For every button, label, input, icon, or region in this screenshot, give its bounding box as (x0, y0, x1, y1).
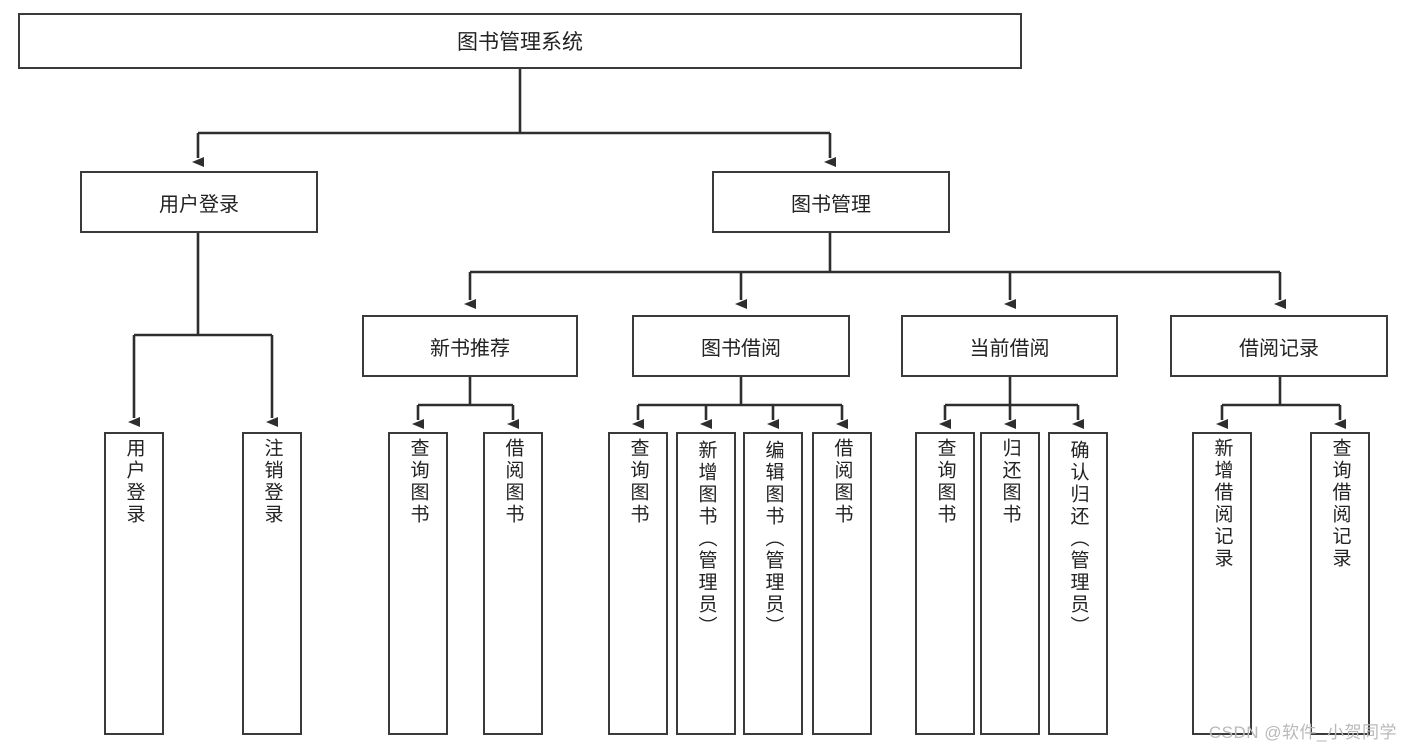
leaf-borrow-query-book[interactable]: 查询图书 (608, 432, 668, 735)
node-label: 当前借阅 (969, 337, 1050, 360)
node-book-borrow[interactable]: 图书借阅 (632, 315, 850, 377)
leaf-user-login-signout[interactable]: 注销登录 (242, 432, 302, 735)
node-current-borrow[interactable]: 当前借阅 (901, 315, 1118, 377)
node-label: 归还图书 (999, 438, 1021, 526)
leaf-borrow-borrow-book[interactable]: 借阅图书 (812, 432, 872, 735)
node-label: 新增借阅记录 (1211, 438, 1233, 570)
node-label: 用户登录 (159, 193, 239, 216)
node-label: 图书借阅 (701, 337, 781, 360)
node-label: 图书管理 (791, 193, 871, 216)
node-root-system[interactable]: 图书管理系统 (18, 13, 1022, 69)
node-label: 用户登录 (123, 438, 145, 526)
node-label: 注销登录 (261, 438, 283, 526)
node-label: 图书管理系统 (457, 31, 583, 54)
node-user-login[interactable]: 用户登录 (80, 171, 318, 233)
node-label: 查询图书 (407, 438, 429, 526)
leaf-current-return-book[interactable]: 归还图书 (980, 432, 1040, 735)
leaf-record-query-record[interactable]: 查询借阅记录 (1310, 432, 1370, 735)
leaf-user-login-signin[interactable]: 用户登录 (104, 432, 164, 735)
node-label: 借阅图书 (502, 438, 524, 526)
leaf-borrow-add-book-admin[interactable]: 新增图书（管理员） (676, 432, 736, 735)
node-label: 查询图书 (627, 438, 649, 526)
leaf-recommend-query-book[interactable]: 查询图书 (388, 432, 448, 735)
node-borrow-record[interactable]: 借阅记录 (1170, 315, 1388, 377)
node-label: 新增图书（管理员） (695, 440, 717, 638)
node-label: 确认归还（管理员） (1067, 440, 1089, 638)
leaf-current-confirm-return-admin[interactable]: 确认归还（管理员） (1048, 432, 1108, 735)
leaf-current-query-book[interactable]: 查询图书 (915, 432, 975, 735)
node-label: 新书推荐 (430, 337, 510, 360)
node-label: 借阅记录 (1239, 337, 1319, 360)
node-label: 查询图书 (934, 438, 956, 526)
node-book-management[interactable]: 图书管理 (712, 171, 950, 233)
node-label: 借阅图书 (831, 438, 853, 526)
node-new-book-recommend[interactable]: 新书推荐 (362, 315, 578, 377)
node-label: 编辑图书（管理员） (762, 440, 784, 638)
leaf-recommend-borrow-book[interactable]: 借阅图书 (483, 432, 543, 735)
node-label: 查询借阅记录 (1329, 438, 1351, 570)
leaf-record-add-record[interactable]: 新增借阅记录 (1192, 432, 1252, 735)
leaf-borrow-edit-book-admin[interactable]: 编辑图书（管理员） (743, 432, 803, 735)
